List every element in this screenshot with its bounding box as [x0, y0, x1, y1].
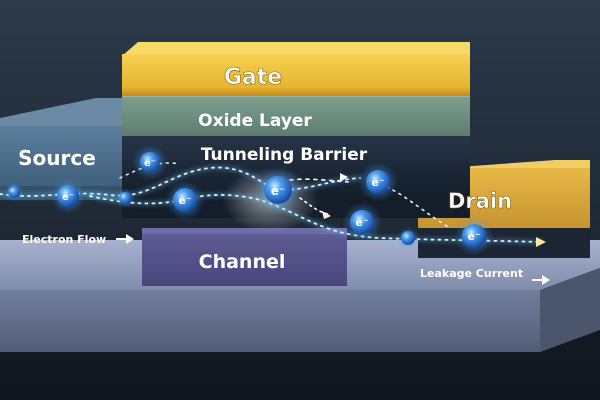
electron-label: e⁻	[371, 176, 384, 189]
electron-flow-label: Electron Flow	[22, 233, 106, 246]
electron-label: e⁻	[467, 230, 480, 243]
electron-dots	[4, 182, 419, 249]
electron-flow-annotation: Electron Flow	[22, 233, 134, 246]
electron-icon: e⁻	[254, 166, 302, 214]
gate-label: Gate	[224, 65, 282, 90]
leakage-label: Leakage Current	[420, 267, 523, 280]
barrier-label: Tunneling Barrier	[201, 145, 368, 165]
electron-icon: e⁻	[358, 162, 398, 202]
flow-arrow-icon	[116, 234, 134, 244]
electron-icon: e⁻	[165, 180, 205, 220]
electron-label: e⁻	[178, 194, 191, 207]
leakage-annotation: Leakage Current	[420, 267, 550, 285]
electron-label: e⁻	[62, 192, 74, 203]
oxide-label: Oxide Layer	[198, 111, 312, 131]
electron-icon: e⁻	[454, 216, 494, 256]
gate-block	[122, 42, 470, 96]
electron-label: e⁻	[144, 158, 156, 169]
source-label: Source	[18, 146, 96, 170]
electron-icon: e⁻	[342, 202, 382, 242]
channel-block	[142, 228, 347, 286]
channel-label: Channel	[199, 251, 286, 273]
flow-arrow-icon	[322, 173, 546, 247]
electron-label: e⁻	[355, 216, 368, 229]
electron-icon: e⁻	[132, 144, 168, 180]
electron-label: e⁻	[271, 184, 285, 198]
electron-icon: e⁻	[50, 178, 86, 214]
flow-arrow-icon	[532, 275, 550, 285]
drain-label: Drain	[448, 189, 512, 213]
